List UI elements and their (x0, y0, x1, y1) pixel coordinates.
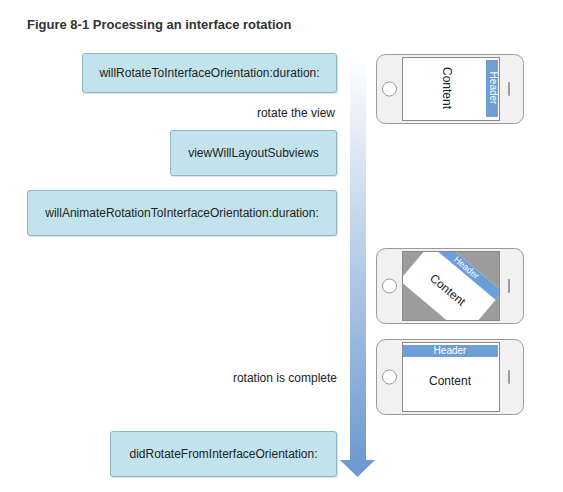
method-name: willRotateToInterfaceOrientation:duratio… (99, 66, 319, 80)
method-box: willAnimateRotationToInterfaceOrientatio… (27, 190, 337, 236)
screen-header: Header (486, 60, 498, 117)
phone-body (377, 55, 524, 124)
step-note: rotate the view (175, 105, 335, 121)
phone-1 (377, 55, 524, 124)
step-note: rotation is complete (177, 370, 337, 386)
method-name: viewWillLayoutSubviews (188, 146, 319, 160)
figure-title: Figure 8-1 Processing an interface rotat… (27, 17, 291, 32)
method-box: didRotateFromInterfaceOrientation: (110, 431, 337, 477)
home-button (383, 370, 397, 384)
rotating-screen: Header Content (403, 252, 499, 320)
timeline-arrowhead (340, 460, 375, 477)
speaker (508, 279, 510, 293)
screen-content: Content (410, 257, 485, 320)
method-box: viewWillLayoutSubviews (170, 130, 337, 176)
home-button (383, 279, 397, 293)
timeline-bar (350, 55, 366, 461)
home-button (383, 82, 397, 96)
method-name: willAnimateRotationToInterfaceOrientatio… (45, 206, 318, 220)
speaker (508, 82, 510, 96)
method-name: didRotateFromInterfaceOrientation: (129, 447, 317, 461)
screen-content: Content (440, 56, 454, 120)
phone-screen (403, 343, 500, 412)
rotating-content: Header Content (403, 252, 499, 320)
method-box: willRotateToInterfaceOrientation:duratio… (82, 53, 337, 93)
phone-body (377, 340, 524, 415)
speaker (508, 370, 510, 384)
screen-content: Content (403, 374, 497, 388)
screen-header: Header (403, 345, 497, 357)
phone-3 (377, 340, 524, 415)
